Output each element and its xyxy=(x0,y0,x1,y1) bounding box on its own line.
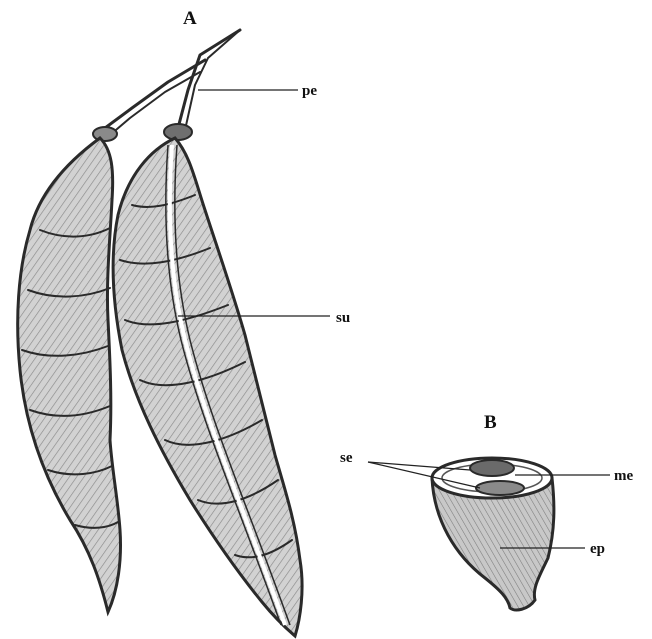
label-se: se xyxy=(340,450,353,466)
label-pe: pe xyxy=(302,83,317,99)
panel-b-label: B xyxy=(484,412,497,433)
label-ep: ep xyxy=(590,541,605,557)
peduncle xyxy=(93,30,240,141)
panel-a-label: A xyxy=(183,8,197,29)
right-pod xyxy=(113,138,302,636)
seed-upper xyxy=(470,460,514,476)
label-su: su xyxy=(336,310,350,326)
left-pod xyxy=(18,138,121,612)
label-me: me xyxy=(614,468,633,484)
seed-lower xyxy=(476,481,524,495)
